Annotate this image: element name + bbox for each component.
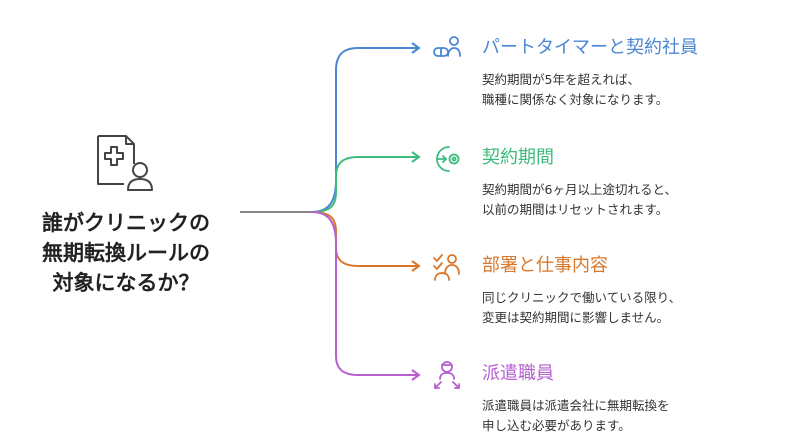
branch-description-line: 同じクリニックで働いている限り、 bbox=[482, 290, 682, 305]
connector-branch-2 bbox=[311, 156, 418, 213]
arrowhead-branch-3 bbox=[411, 260, 421, 272]
central-title: 誰がクリニックの 無期転換ルールの 対象になるか？ bbox=[14, 208, 238, 298]
arrowhead-branch-4 bbox=[411, 369, 421, 381]
connector-branch-1 bbox=[311, 47, 418, 213]
branch-title: パートタイマーと契約社員 bbox=[482, 37, 698, 58]
branch-description-line: 契約期間が6ヶ月以上途切れると、 bbox=[482, 182, 677, 197]
branch-description-line: 職種に関係なく対象になります。 bbox=[482, 92, 669, 107]
branch-description-line: 申し込む必要があります。 bbox=[482, 418, 631, 433]
connector-branch-3 bbox=[311, 211, 418, 267]
arrowhead-branch-2 bbox=[411, 151, 421, 163]
arrow-into-target-icon bbox=[432, 144, 462, 174]
clinic-person-icon bbox=[94, 132, 156, 194]
connector-branch-4 bbox=[311, 211, 418, 376]
branch-title: 部署と仕事内容 bbox=[482, 255, 608, 276]
branch-description-line: 派遣職員は派遣会社に無期転換を bbox=[482, 398, 670, 413]
branch-description-line: 契約期間が5年を超えれば、 bbox=[482, 72, 640, 87]
branch-description: 契約期間が6ヶ月以上途切れると、 以前の期間はリセットされます。 bbox=[482, 180, 677, 220]
central-title-line: 対象になるか？ bbox=[52, 271, 200, 295]
branch-title: 派遣職員 bbox=[482, 363, 554, 384]
branch-description: 契約期間が5年を超えれば、 職種に関係なく対象になります。 bbox=[482, 70, 668, 110]
branch-description-line: 変更は契約期間に影響しません。 bbox=[482, 310, 670, 325]
branch-description: 同じクリニックで働いている限り、 変更は契約期間に影響しません。 bbox=[482, 288, 681, 328]
branch-title: 契約期間 bbox=[482, 147, 554, 168]
arrowhead-branch-1 bbox=[411, 42, 421, 54]
team-task-icon bbox=[432, 252, 462, 282]
branch-description: 派遣職員は派遣会社に無期転換を 申し込む必要があります。 bbox=[482, 396, 670, 436]
branch-description-line: 以前の期間はリセットされます。 bbox=[482, 202, 669, 217]
pill-person-icon bbox=[432, 34, 462, 64]
central-title-line: 無期転換ルールの bbox=[42, 241, 210, 265]
dispatched-worker-icon bbox=[432, 360, 462, 390]
central-title-line: 誰がクリニックの bbox=[42, 211, 210, 235]
